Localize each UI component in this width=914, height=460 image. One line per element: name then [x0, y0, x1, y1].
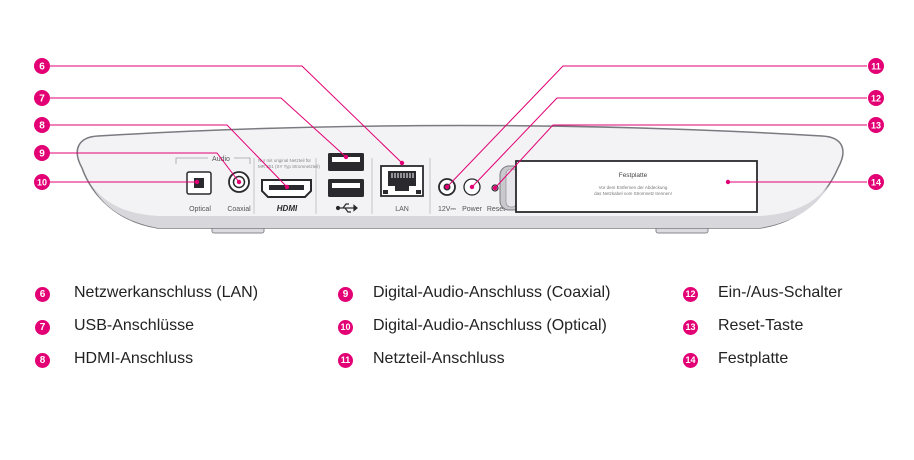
leader-line-11: [446, 65, 867, 188]
callout-10: 10: [34, 174, 50, 190]
legend-badge: 13: [683, 319, 698, 335]
label-reset: Reset: [487, 206, 505, 213]
power-notice-line-1: Nur mit original Netzteil für: [258, 158, 312, 163]
svg-text:8: 8: [39, 121, 45, 132]
legend-label: Ein-/Aus-Schalter: [718, 284, 843, 301]
label-power: Power: [462, 206, 483, 213]
svg-text:12: 12: [871, 94, 881, 104]
callout-12: 12: [868, 90, 884, 106]
callout-14: 14: [868, 174, 884, 190]
label-coaxial: Coaxial: [227, 206, 251, 213]
callout-8: 8: [34, 117, 50, 133]
callout-9: 9: [34, 145, 50, 161]
legend-label: Netzteil-Anschluss: [373, 350, 505, 367]
svg-text:9: 9: [39, 149, 45, 160]
callout-6: 6: [34, 58, 50, 74]
svg-text:6: 6: [39, 62, 45, 73]
leader-dot-11: [444, 184, 450, 190]
legend-badge: 7: [35, 319, 50, 335]
legend-badge: 8: [35, 352, 50, 368]
legend-label: Digital-Audio-Anschluss (Coaxial): [373, 284, 611, 301]
power-notice-line-2: MR 201 (SY Typ Stromnetzteil): [258, 164, 320, 169]
hard-drive-cover: [515, 160, 758, 213]
device-lower-shadow: [92, 186, 828, 228]
leader-dot-12: [469, 184, 475, 190]
leader-dot-6: [399, 160, 405, 166]
hard-drive-title: Festplatte: [619, 172, 648, 179]
svg-text:10: 10: [37, 178, 47, 188]
leader-line-9: [49, 152, 240, 183]
legend-item-hdmi: 8 HDMI-Anschluss: [35, 349, 193, 371]
legend-badge: 14: [683, 352, 698, 368]
leader-line-13: [494, 124, 867, 189]
leader-dot-13: [492, 185, 498, 191]
hdmi-logo: HDMI: [277, 204, 298, 213]
usb-icon: [335, 203, 358, 213]
legend-item-usb: 7 USB-Anschlüsse: [35, 316, 194, 338]
legend-badge: 12: [683, 286, 698, 302]
label-audio: Audio: [212, 156, 230, 163]
usb-port-lower: [328, 179, 364, 197]
legend-label: Festplatte: [718, 350, 789, 367]
label-power-input: 12V⎓: [438, 206, 456, 213]
label-optical: Optical: [189, 206, 211, 213]
hard-drive-note-line-2: das Netzkabel vom Stromnetz trennen!: [594, 191, 672, 196]
legend-label: HDMI-Anschluss: [74, 350, 194, 367]
leader-dot-14: [725, 179, 731, 185]
leader-line-6: [49, 65, 403, 164]
leader-dot-8: [284, 184, 290, 190]
legend-label: Digital-Audio-Anschluss (Optical): [373, 317, 607, 334]
svg-text:14: 14: [871, 178, 881, 188]
hard-drive-note-line-1: Vor dem Entfernen der Abdeckung: [599, 185, 668, 190]
legend-item-power-switch: 12 Ein-/Aus-Schalter: [683, 283, 843, 305]
label-lan: LAN: [395, 206, 409, 213]
usb-port-upper: [328, 153, 364, 171]
legend-label: Netzwerkanschluss (LAN): [74, 284, 259, 301]
leader-line-12: [471, 97, 867, 188]
legend-label: USB-Anschlüsse: [74, 317, 195, 334]
legend-badge: 11: [338, 352, 353, 368]
leader-dot-10: [194, 179, 200, 185]
callout-7: 7: [34, 90, 50, 106]
callout-13: 13: [868, 117, 884, 133]
legend-badge: 10: [338, 319, 353, 335]
legend-item-power-input: 11 Netzteil-Anschluss: [338, 349, 505, 371]
svg-text:11: 11: [871, 62, 881, 72]
svg-text:13: 13: [871, 121, 881, 131]
optical-port: [186, 171, 212, 195]
leader-line-8: [49, 124, 288, 188]
leader-dot-7: [343, 154, 349, 160]
legend-item-optical: 10 Digital-Audio-Anschluss (Optical): [338, 316, 607, 338]
legend-badge: 9: [338, 286, 353, 302]
legend-item-reset: 13 Reset-Taste: [683, 316, 803, 338]
legend-item-lan: 6 Netzwerkanschluss (LAN): [35, 283, 258, 305]
leader-dot-9: [236, 179, 242, 185]
legend-item-coaxial: 9 Digital-Audio-Anschluss (Coaxial): [338, 283, 610, 305]
legend-badge: 6: [35, 286, 50, 302]
callout-11: 11: [868, 58, 884, 74]
legend-label: Reset-Taste: [718, 317, 804, 334]
leader-line-7: [49, 97, 347, 158]
svg-text:7: 7: [39, 94, 45, 105]
lan-port: [380, 165, 424, 197]
legend-item-hard-drive: 14 Festplatte: [683, 349, 788, 371]
